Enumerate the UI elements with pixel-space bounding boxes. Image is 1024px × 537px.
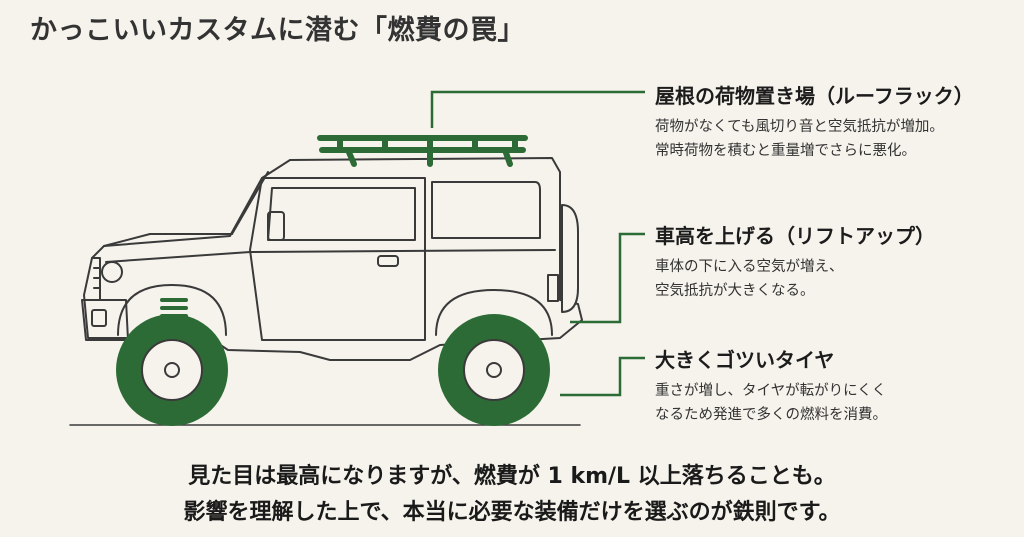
leader-line-roof-rack — [430, 90, 645, 128]
rear-fender — [435, 289, 553, 336]
callout-heading: 屋根の荷物置き場（ルーフラック） — [655, 84, 974, 108]
front-wheel — [116, 314, 228, 426]
summary-line-2: 影響を理解した上で、本当に必要な装備だけを選ぶのが鉄則です。 — [183, 500, 841, 525]
callout-text: 車体の下に入る空気が増え、 — [655, 259, 844, 275]
callout-text: 重さが増し、タイヤが転がりにくく — [655, 383, 887, 399]
suspension-spring — [160, 298, 188, 326]
callout-text: 常時荷物を積むと重量増でさらに悪化。 — [655, 143, 916, 159]
leader-line-lift-up — [570, 232, 645, 324]
callout-text: なるため発進で多くの燃料を消費。 — [655, 407, 887, 423]
spare-tire — [561, 204, 579, 313]
front-window — [267, 187, 416, 241]
rear-lamp — [547, 274, 559, 302]
headlight — [101, 261, 123, 283]
callout-lift-up: 車高を上げる（リフトアップ） 車体の下に入る空気が増え、 空気抵抗が大きくなる。 — [655, 220, 1015, 303]
summary-line-1: 見た目は最高になりますが、燃費が 1 km/L 以上落ちることも。 — [188, 464, 836, 489]
rear-window — [431, 181, 541, 239]
leader-line-tire — [560, 356, 645, 397]
callout-heading: 大きくゴツいタイヤ — [655, 348, 835, 372]
door-handle — [377, 255, 399, 267]
callout-text: 荷物がなくても風切り音と空気抵抗が増加。 — [655, 119, 944, 135]
car-door — [249, 177, 426, 341]
callout-text: 空気抵抗が大きくなる。 — [655, 283, 815, 299]
side-mirror — [267, 211, 285, 241]
roof-rack — [317, 135, 528, 167]
rear-wheel — [438, 314, 550, 426]
callout-heading: 車高を上げる（リフトアップ） — [655, 224, 935, 248]
front-fender — [117, 284, 227, 336]
callout-big-tires: 大きくゴツいタイヤ 重さが増し、タイヤが転がりにくく なるため発進で多くの燃料を… — [655, 344, 1015, 427]
page-title: かっこいいカスタムに潜む「燃費の罠」 — [30, 15, 525, 46]
callout-roof-rack: 屋根の荷物置き場（ルーフラック） 荷物がなくても風切り音と空気抵抗が増加。 常時… — [655, 80, 1015, 163]
